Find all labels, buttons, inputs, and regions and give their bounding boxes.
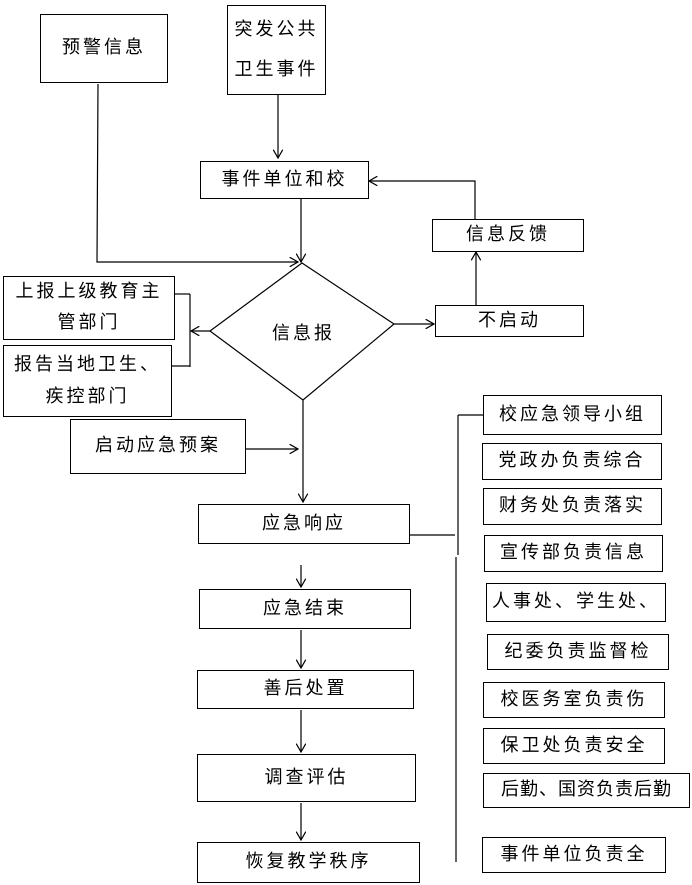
responsibility-label: 校应急领导小组 (499, 403, 646, 425)
responsibility-box: 事件单位负责全 (482, 837, 666, 873)
responsibility-box: 校医务室负责伤 (483, 682, 665, 718)
restore-order-label: 恢复教学秩序 (245, 851, 372, 873)
responsibility-box: 宣传部负责信息 (484, 535, 663, 572)
responsibility-box: 党政办负责综合 (482, 443, 662, 480)
aftermath-label: 善后处置 (263, 678, 348, 700)
report-health-box: 报告当地卫生、 疾控部门 (3, 345, 172, 417)
warning-info-label: 预警信息 (62, 37, 146, 59)
responsibility-label: 党政办负责综合 (498, 450, 646, 472)
responsibility-box: 校应急领导小组 (483, 395, 662, 435)
not-start-label: 不启动 (478, 309, 541, 331)
info-feedback-label: 信息反馈 (466, 224, 550, 246)
restore-order-box: 恢复教学秩序 (197, 842, 420, 883)
responsibility-box: 人事处、学生处、 (486, 583, 666, 622)
feedback-to-school-arrow (369, 181, 476, 219)
responsibility-label: 保卫处负责安全 (500, 734, 648, 756)
not-start-box: 不启动 (435, 305, 584, 337)
responsibility-label: 校医务室负责伤 (500, 688, 648, 710)
responsibility-box: 后勤、国资负责后勤 (483, 773, 690, 808)
emergency-end-label: 应急结束 (263, 597, 347, 619)
public-health-event-label-1: 突发公共 (234, 19, 319, 41)
report-education-label-1: 上报上级教育主 (15, 281, 163, 303)
public-health-event-box: 突发公共 卫生事件 (227, 5, 326, 95)
responsibility-label: 事件单位负责全 (500, 843, 648, 865)
event-unit-school-box: 事件单位和校 (200, 161, 369, 199)
report-health-label-1: 报告当地卫生、 (14, 353, 161, 375)
report-health-label-2: 疾控部门 (45, 386, 130, 407)
warning-info-box: 预警信息 (40, 14, 168, 83)
aftermath-box: 善后处置 (197, 670, 414, 709)
start-plan-box: 启动应急预案 (70, 419, 246, 474)
investigation-label: 调查评估 (264, 766, 349, 788)
responsibility-label: 人事处、学生处、 (492, 591, 660, 613)
responsibility-box: 保卫处负责安全 (483, 728, 665, 764)
warning-to-report-line (96, 83, 298, 262)
responsibility-label: 后勤、国资负责后勤 (501, 779, 672, 801)
report-education-label-2: 管部门 (57, 312, 121, 333)
responsibility-label: 宣传部负责信息 (500, 542, 647, 564)
info-feedback-box: 信息反馈 (432, 219, 584, 252)
responsibility-label: 纪委负责监督检 (504, 640, 652, 662)
emergency-response-box: 应急响应 (198, 504, 410, 544)
emergency-response-label: 应急响应 (262, 512, 346, 534)
start-plan-label: 启动应急预案 (95, 435, 221, 457)
emergency-end-box: 应急结束 (199, 589, 411, 629)
event-unit-school-label: 事件单位和校 (221, 168, 348, 190)
info-report-label: 信息报 (272, 323, 335, 344)
public-health-event-label-2: 卫生事件 (234, 59, 319, 80)
investigation-box: 调查评估 (197, 754, 416, 802)
responsibility-box: 财务处负责落实 (483, 488, 662, 525)
responsibility-box: 纪委负责监督检 (487, 634, 669, 670)
responsibility-label: 财务处负责落实 (499, 495, 646, 517)
report-education-box: 上报上级教育主 管部门 (3, 276, 175, 340)
